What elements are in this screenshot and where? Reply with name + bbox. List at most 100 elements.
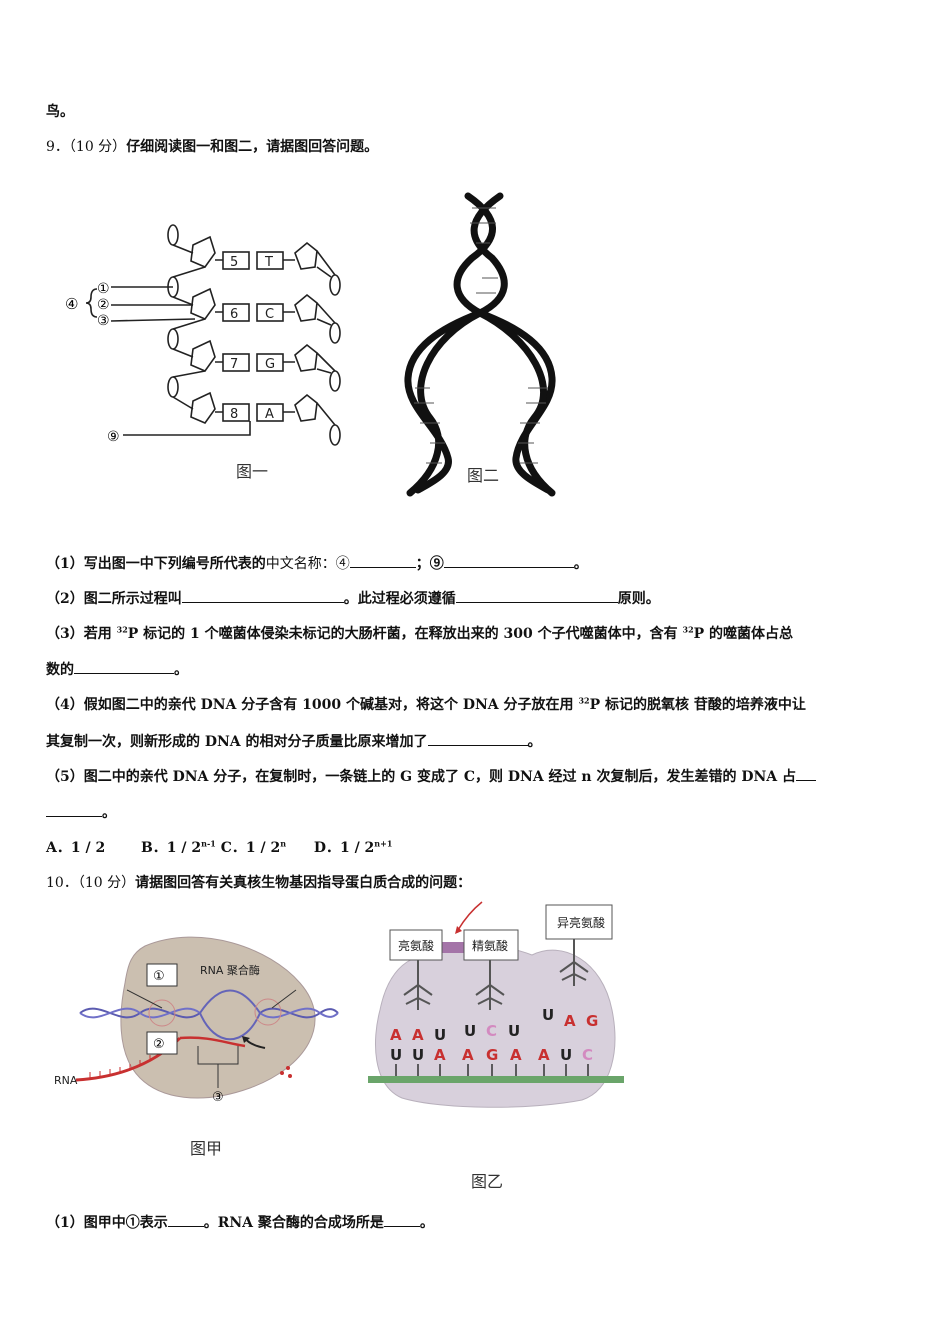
- q9-sub3-text-b: P 标记的 1 个噬菌体侵染未标记的大肠杆菌，在释放出来的 300 个子代噬菌体…: [127, 626, 683, 642]
- q10-sub1-text-b: 。RNA 聚合酶的合成场所是: [203, 1215, 384, 1231]
- q9-sub3-text-a: （3）若用: [46, 626, 117, 642]
- option-b-sup: n-1: [201, 838, 216, 849]
- prev-answer-tail: 鸟。: [46, 104, 74, 120]
- figure-a-transcription: ① ② ③ RNA 聚合酶 RNA: [54, 936, 339, 1103]
- figB-codon-2: A: [434, 1046, 446, 1064]
- answer-blank-4[interactable]: [349, 553, 416, 568]
- q9-sub3-sup-1: 32: [116, 624, 128, 635]
- answer-blank-mass[interactable]: [427, 731, 528, 746]
- answer-blank-error-a[interactable]: [796, 766, 817, 781]
- q9-sub4-cont: 其复制一次，则新形成的 DNA 的相对分子质量比原来增加了。: [46, 731, 542, 751]
- fig1-label-9: ⑨: [107, 429, 120, 445]
- figure-b-translation: 亮氨酸 精氨酸 异亮氨酸 A A U U C U U A G U U A A G…: [368, 901, 624, 1108]
- option-d-text: D．1 / 2: [313, 840, 375, 856]
- q9-sub4-sup: 32: [578, 695, 590, 706]
- figB-codon-3: A: [462, 1046, 474, 1064]
- answer-blank-ratio[interactable]: [74, 659, 174, 674]
- figure-2-caption: 图二: [467, 466, 500, 485]
- figB-anti2-1: C: [486, 1022, 497, 1040]
- figB-amino-leu: 亮氨酸: [398, 938, 434, 953]
- q9-sub1-text-c: ；⑨: [415, 556, 444, 572]
- figB-codon-8: C: [582, 1046, 593, 1064]
- q9-sub1-text-b: 中文名称：④: [265, 556, 350, 572]
- option-d[interactable]: D．1 / 2n+1: [313, 838, 393, 856]
- q9-sub2-text-a: （2）图二所示过程叫: [46, 591, 182, 607]
- figA-rna-label: RNA: [54, 1074, 78, 1087]
- q9-sub2-text-b: 。此过程必须遵循: [343, 591, 456, 607]
- figB-anti2-2: U: [508, 1022, 520, 1040]
- answer-blank-error-b[interactable]: [46, 802, 102, 817]
- figB-anti1-1: A: [412, 1026, 424, 1044]
- q9-sub3-text-e: 。: [174, 662, 188, 678]
- option-b-text: B．1 / 2: [140, 840, 202, 856]
- figA-label-2: ②: [153, 1037, 165, 1052]
- answer-blank-q10-2[interactable]: [383, 1212, 420, 1227]
- q9-sub2-text-c: 原则。: [617, 591, 660, 607]
- figB-anti1-2: U: [434, 1026, 446, 1044]
- figB-codon-4: G: [486, 1046, 498, 1064]
- q9-sub1: （1）写出图一中下列编号所代表的中文名称：④ ；⑨ 。: [46, 553, 588, 573]
- fig1-base-c: C: [265, 307, 274, 322]
- q10-sub1-text-c: 。: [419, 1215, 434, 1231]
- figB-amino-ile: 异亮氨酸: [557, 915, 605, 930]
- figA-enzyme-label: RNA 聚合酶: [200, 963, 260, 977]
- figB-anti2-0: U: [464, 1022, 476, 1040]
- figB-codon-6: A: [538, 1046, 550, 1064]
- figB-anti3-0: U: [542, 1006, 554, 1024]
- fig1-base-g: G: [265, 357, 275, 372]
- q9-sub3-text-d: 数的: [46, 662, 74, 678]
- q9-sub4-text-b: P 标记的脱氧核 苷酸的培养液中让: [589, 697, 806, 713]
- fig1-label-3: ③: [97, 313, 110, 329]
- q9-sub4: （4）假如图二中的亲代 DNA 分子含有 1000 个碱基对，将这个 DNA 分…: [46, 694, 806, 714]
- option-a[interactable]: A．1 / 2: [46, 840, 106, 856]
- fig1-num-5: 5: [230, 255, 238, 270]
- figB-codon-7: U: [560, 1046, 572, 1064]
- figB-codon-1: U: [412, 1046, 424, 1064]
- question-10-stem: 请据图回答有关真核生物基因指导蛋白质合成的问题：: [135, 875, 472, 891]
- figA-label-3: ③: [212, 1090, 224, 1103]
- option-c-sup: n: [280, 838, 287, 849]
- option-b[interactable]: B．1 / 2n-1: [140, 838, 216, 856]
- fig1-num-6: 6: [230, 307, 238, 322]
- answer-blank-principle[interactable]: [455, 588, 618, 603]
- q9-sub5-end: 。: [102, 805, 116, 821]
- figA-label-1: ①: [153, 969, 165, 984]
- fig1-num-7: 7: [230, 357, 238, 372]
- question-10-number: 10．: [46, 875, 78, 891]
- fig1-label-2: ②: [97, 297, 110, 313]
- figure-b-caption: 图乙: [471, 1172, 504, 1191]
- fig1-label-1: ①: [97, 281, 110, 297]
- q9-sub5-cont: 。: [46, 802, 116, 822]
- question-9-stem: 仔细阅读图一和图二，请据图回答问题。: [126, 139, 379, 155]
- figB-anti3-2: G: [586, 1012, 598, 1030]
- option-c-text: C．1 / 2: [220, 840, 281, 856]
- q9-sub3-cont: 数的 。: [46, 659, 188, 679]
- q9-sub2: （2）图二所示过程叫 。此过程必须遵循 原则。: [46, 588, 660, 608]
- q9-sub5: （5）图二中的亲代 DNA 分子，在复制时，一条链上的 G 变成了 C，则 DN…: [46, 766, 817, 786]
- question-10-score: （10 分）: [77, 875, 136, 891]
- figure-1-dna-structure: ④ ① ② ③ ⑨ 5 6 7 8 T C G A: [65, 224, 341, 446]
- q9-sub4-text-c: 其复制一次，则新形成的 DNA 的相对分子质量比原来增加了: [46, 734, 428, 750]
- option-c[interactable]: C．1 / 2n: [220, 838, 287, 856]
- figB-codon-5: A: [510, 1046, 522, 1064]
- answer-blank-9[interactable]: [443, 553, 574, 568]
- q9-sub1-text-a: （1）写出图一中下列编号所代表的: [46, 556, 266, 572]
- fig1-base-t: T: [264, 255, 273, 270]
- q9-sub1-text-d: 。: [573, 556, 588, 572]
- q9-sub3-text-c: P 的噬菌体占总: [693, 626, 794, 642]
- question-9-score: （10 分）: [68, 139, 127, 155]
- q9-sub4-text-a: （4）假如图二中的亲代 DNA 分子含有 1000 个碱基对，将这个 DNA 分…: [46, 697, 579, 713]
- figure-2-dna-replication: [404, 192, 556, 497]
- figB-anti3-1: A: [564, 1012, 576, 1030]
- question-9-number: 9．: [46, 139, 69, 155]
- answer-blank-q10-1[interactable]: [167, 1212, 204, 1227]
- q10-sub1: （1）图甲中①表示。RNA 聚合酶的合成场所是。: [46, 1212, 434, 1232]
- figure-a-caption: 图甲: [190, 1139, 223, 1158]
- q9-sub3-sup-2: 32: [682, 624, 694, 635]
- answer-blank-process[interactable]: [181, 588, 344, 603]
- fig1-num-8: 8: [230, 407, 238, 422]
- fig1-label-4: ④: [65, 295, 78, 313]
- figB-amino-arg: 精氨酸: [472, 938, 508, 953]
- figure-1-caption: 图一: [236, 462, 269, 481]
- q9-sub3: （3）若用 32P 标记的 1 个噬菌体侵染未标记的大肠杆菌，在释放出来的 30…: [46, 623, 793, 643]
